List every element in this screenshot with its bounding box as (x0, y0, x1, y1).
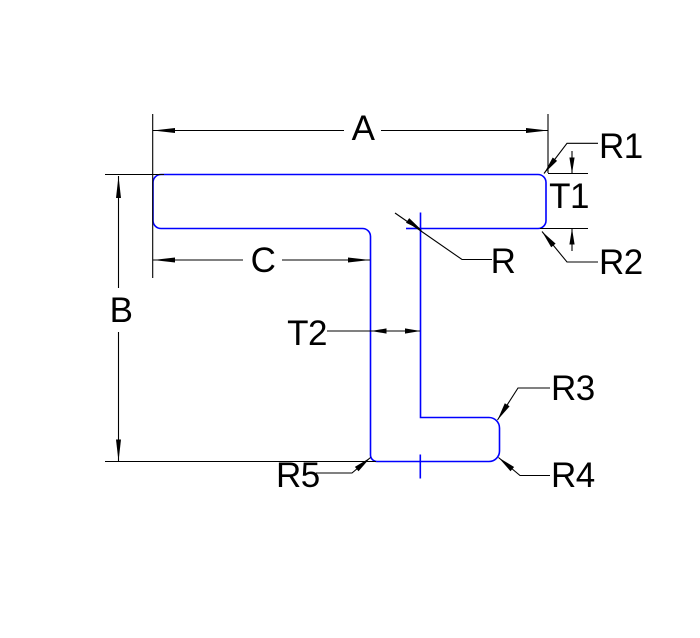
dimension-B: B (105, 173, 376, 463)
radius-label-R5: R5 (276, 456, 320, 495)
radius-label-R4: R4 (551, 456, 595, 495)
arrowhead-A-left (153, 128, 175, 133)
radius-label-R1: R1 (599, 127, 643, 166)
radius-R: R (394, 212, 516, 281)
arrowhead-R4 (498, 457, 515, 472)
radius-label-R: R (491, 242, 516, 281)
radius-R3: R3 (497, 369, 595, 421)
profile-outline (152, 173, 547, 463)
radius-R2: R2 (541, 231, 643, 282)
radius-label-R2: R2 (599, 243, 643, 282)
dimension-A: A (152, 109, 549, 278)
arrowhead-T2-left (371, 328, 387, 334)
arrowhead-T1-down (569, 157, 575, 174)
radius-R1: R1 (543, 127, 643, 174)
arrowhead-B-down (116, 439, 121, 462)
radius-R4: R4 (498, 456, 595, 495)
dimension-T1: T1 (540, 151, 589, 251)
dimension-label-T2: T2 (287, 314, 327, 353)
arrowhead-R5 (354, 457, 371, 472)
arrowhead-R (406, 218, 423, 231)
arrowhead-C-left (153, 257, 175, 263)
dimension-label-C: C (251, 241, 276, 280)
profile (152, 173, 547, 479)
dimension-label-T1: T1 (549, 177, 589, 216)
arrowhead-B-up (116, 176, 121, 198)
arrowhead-R1 (544, 157, 558, 174)
dimension-T2: T2 (287, 314, 421, 353)
arrowhead-T2-right (405, 328, 421, 334)
arrowhead-R2 (542, 231, 556, 248)
dimension-label-B: B (110, 291, 133, 330)
leader-line-R (394, 212, 492, 261)
leader-line-R2 (541, 231, 598, 263)
arrowhead-T1-up (569, 228, 575, 245)
dimension-C: C (153, 241, 370, 280)
dimension-label-A: A (352, 109, 376, 148)
radius-label-R3: R3 (551, 369, 595, 408)
arrowhead-R3 (497, 403, 510, 420)
leader-line-R4 (498, 457, 550, 477)
arrowhead-C-right (348, 257, 370, 263)
arrowhead-A-right (526, 128, 548, 133)
radius-R5: R5 (276, 456, 371, 495)
